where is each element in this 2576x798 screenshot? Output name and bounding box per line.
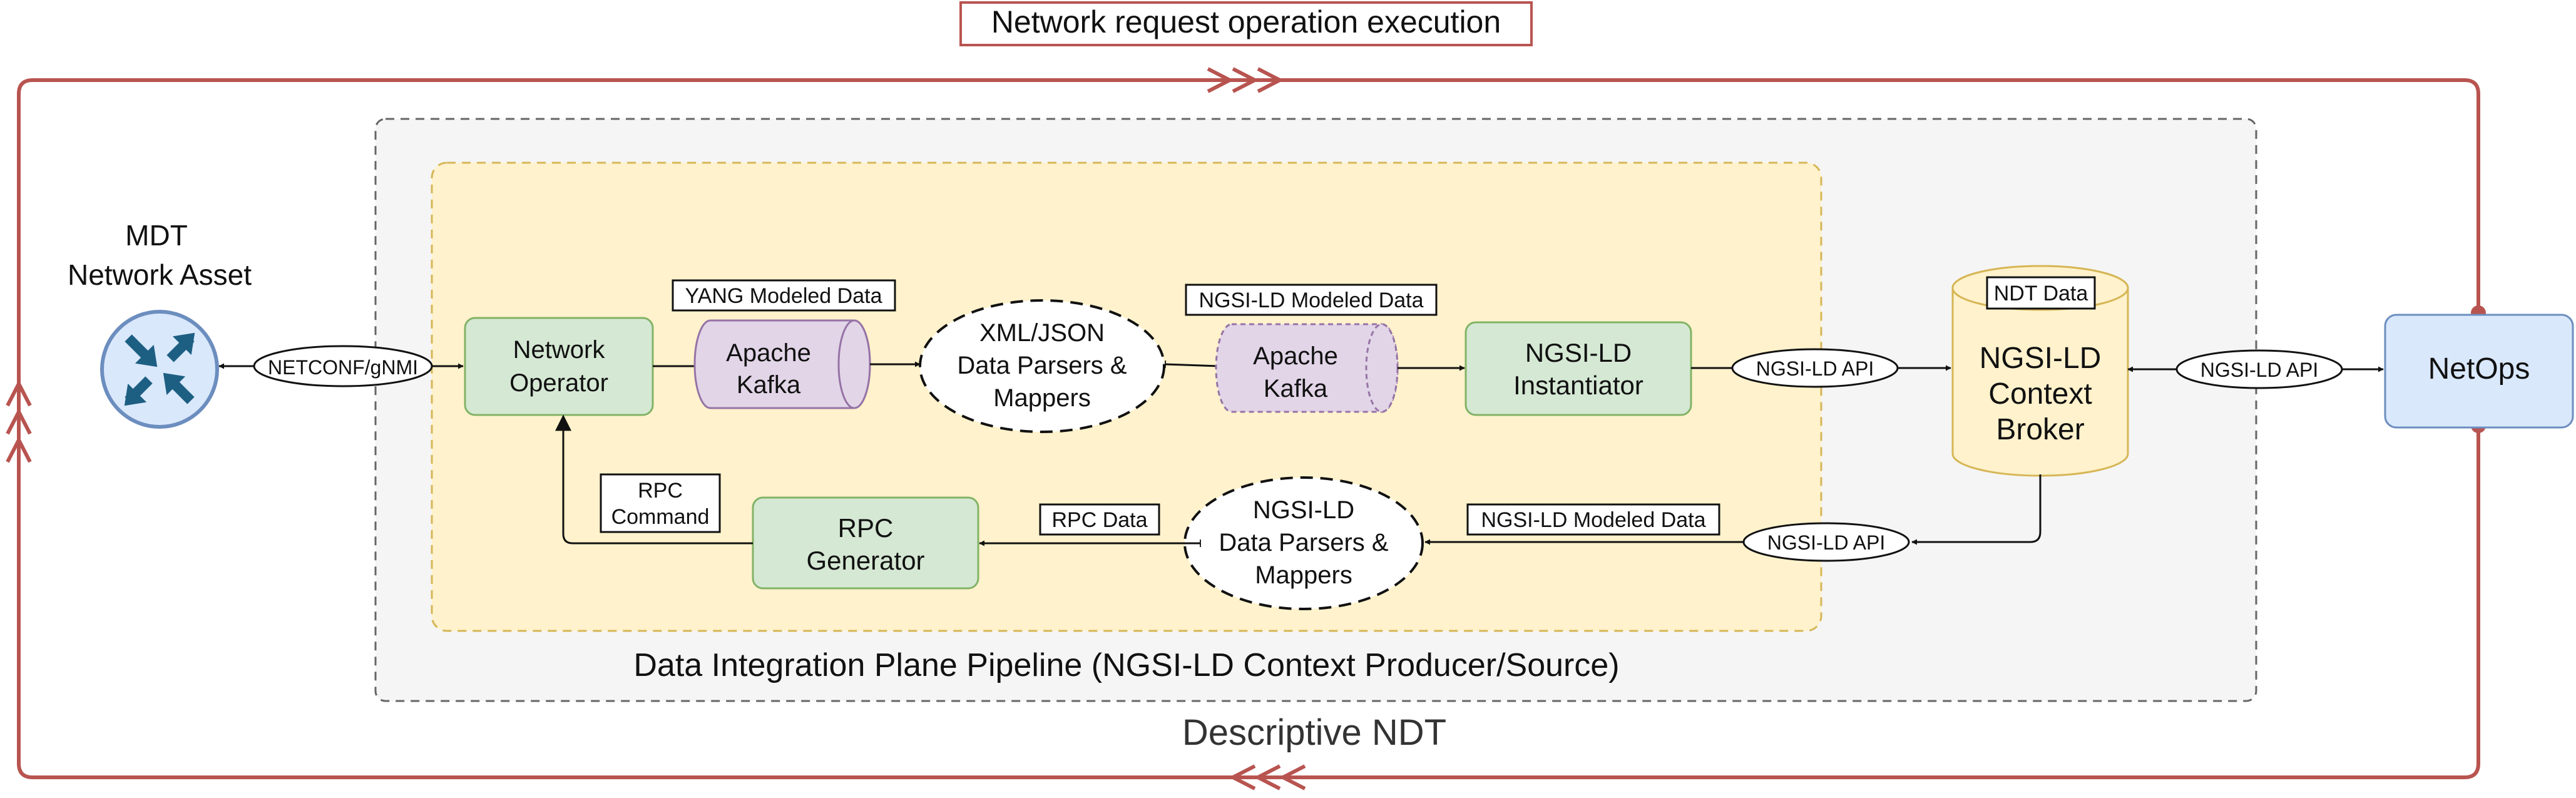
descriptive-ndt-label: Descriptive NDT — [1182, 712, 1446, 753]
feedback-loop-line — [17, 78, 2480, 779]
xml-parsers-line3: Mappers — [993, 384, 1091, 412]
bottom-chevron-arrows — [1229, 764, 1306, 790]
diagram-title: Network request operation execution — [991, 4, 1501, 39]
ndt-data-label-box — [1986, 276, 2096, 310]
kafka-1-line2: Kafka — [737, 371, 801, 399]
ngsi-instantiator-node — [1464, 321, 1692, 416]
xml-parsers-to-kafka-connector — [1164, 360, 1220, 369]
mdt-network-asset-label: Network Asset — [68, 258, 252, 291]
rpc-data-label-box — [1039, 503, 1160, 536]
ngsi-parsers-line1: NGSI-LD — [1253, 496, 1354, 524]
broker-to-bottom-api-connector — [1911, 474, 2042, 545]
title-box — [959, 1, 1533, 46]
ngsi-api-bottom-label: NGSI-LD API — [1767, 531, 1886, 554]
kafka-2-line2: Kafka — [1264, 375, 1328, 402]
ngsi-parsers-line2: Data Parsers & — [1219, 529, 1389, 556]
broker-line1: NGSI-LD — [1980, 342, 2102, 375]
left-chevron-arrows — [6, 379, 32, 463]
router-icon — [100, 310, 219, 429]
netops-label: NetOps — [2428, 352, 2530, 386]
rpc-command-line1: RPC — [638, 479, 683, 503]
ngsi-data-top-label: NGSI-LD Modeled Data — [1199, 289, 1423, 312]
instantiator-line1: NGSI-LD — [1525, 338, 1632, 367]
rpc-data-label: RPC Data — [1051, 508, 1147, 532]
broker-line2: Context — [1988, 377, 2092, 411]
network-operator-line1: Network — [513, 336, 606, 364]
netops-node — [2384, 314, 2574, 429]
ngsi-data-top-label-box — [1185, 284, 1438, 316]
rpc-generator-line2: Generator — [806, 546, 924, 575]
xml-json-parsers-node — [919, 299, 1165, 433]
mdt-label: MDT — [125, 219, 188, 252]
ngsi-parsers-line3: Mappers — [1255, 561, 1352, 589]
top-chevron-arrows — [1207, 67, 1284, 93]
ngsi-ld-parsers-node — [1183, 476, 1424, 610]
instantiator-line2: Instantiator — [1513, 371, 1643, 400]
kafka-1-line1: Apache — [726, 339, 811, 367]
network-operator-node — [464, 317, 654, 416]
broker-line3: Broker — [1996, 413, 2084, 446]
kafka-2-line1: Apache — [1253, 342, 1338, 370]
netconf-label: NETCONF/gNMI — [268, 356, 418, 379]
kafka-queue-1 — [693, 319, 871, 409]
network-operator-line2: Operator — [509, 369, 608, 397]
netconf-label-ellipse — [253, 345, 433, 387]
ngsi-api-top-label: NGSI-LD API — [1756, 357, 1874, 380]
xml-parsers-line2: Data Parsers & — [957, 352, 1127, 379]
xml-parsers-line1: XML/JSON — [979, 319, 1105, 347]
ngsi-api-netops-ellipse — [2175, 349, 2343, 389]
ngsi-api-netops-label: NGSI-LD API — [2200, 359, 2319, 381]
rpc-command-line2: Command — [611, 505, 710, 529]
ngsi-api-top-ellipse — [1731, 348, 1899, 388]
pipeline-label: Data Integration Plane Pipeline (NGSI-LD… — [633, 647, 1619, 683]
rpc-command-label-box — [600, 473, 721, 533]
ndt-data-label: NDT Data — [1994, 282, 2088, 305]
ngsi-data-bottom-label: NGSI-LD Modeled Data — [1481, 508, 1705, 532]
rpc-to-operator-arrow — [555, 414, 753, 545]
yang-data-label-box — [672, 279, 896, 312]
yang-data-label: YANG Modeled Data — [685, 284, 882, 308]
ngsi-data-bottom-label-box — [1466, 503, 1720, 536]
rpc-generator-line1: RPC — [838, 513, 894, 543]
kafka-queue-2 — [1215, 323, 1399, 413]
